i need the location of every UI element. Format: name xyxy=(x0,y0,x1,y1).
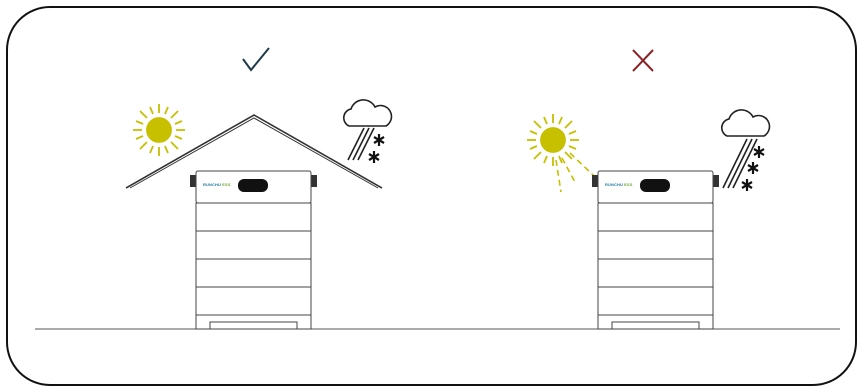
battery-brand-label: RUNCHU ESS xyxy=(203,182,230,187)
snowflake-icon xyxy=(368,134,385,163)
panel-correct xyxy=(125,47,393,330)
sun-icon xyxy=(527,114,579,166)
battery-module xyxy=(195,230,312,260)
battery-brand-label: RUNCHU ESS xyxy=(605,182,632,187)
battery-module xyxy=(195,202,312,232)
diagram-canvas xyxy=(35,47,840,330)
cross-mark-icon xyxy=(632,49,654,72)
brand-suffix: ESS xyxy=(222,182,231,187)
battery-display-panel xyxy=(640,179,670,192)
cloud-icon xyxy=(721,109,771,137)
brand-suffix: ESS xyxy=(624,182,633,187)
battery-module xyxy=(597,230,714,260)
cloud-icon xyxy=(343,99,393,127)
battery-module xyxy=(597,258,714,288)
battery-module xyxy=(195,258,312,288)
battery-module xyxy=(597,202,714,232)
check-mark-icon xyxy=(242,47,270,72)
battery-display-panel xyxy=(238,179,268,192)
battery-module xyxy=(195,286,312,316)
rain-icon xyxy=(347,127,375,161)
panel-incorrect xyxy=(527,49,771,330)
snowflake-icon xyxy=(741,146,765,191)
sun-icon xyxy=(133,104,185,156)
battery-stack-icon xyxy=(592,170,719,330)
battery-stack-icon xyxy=(190,170,317,330)
brand-name: RUNCHU xyxy=(605,182,623,187)
brand-name: RUNCHU xyxy=(203,182,221,187)
battery-module xyxy=(597,286,714,316)
house-roof-icon xyxy=(125,114,383,189)
rain-icon xyxy=(722,138,758,189)
sunlight-rays xyxy=(555,152,595,193)
